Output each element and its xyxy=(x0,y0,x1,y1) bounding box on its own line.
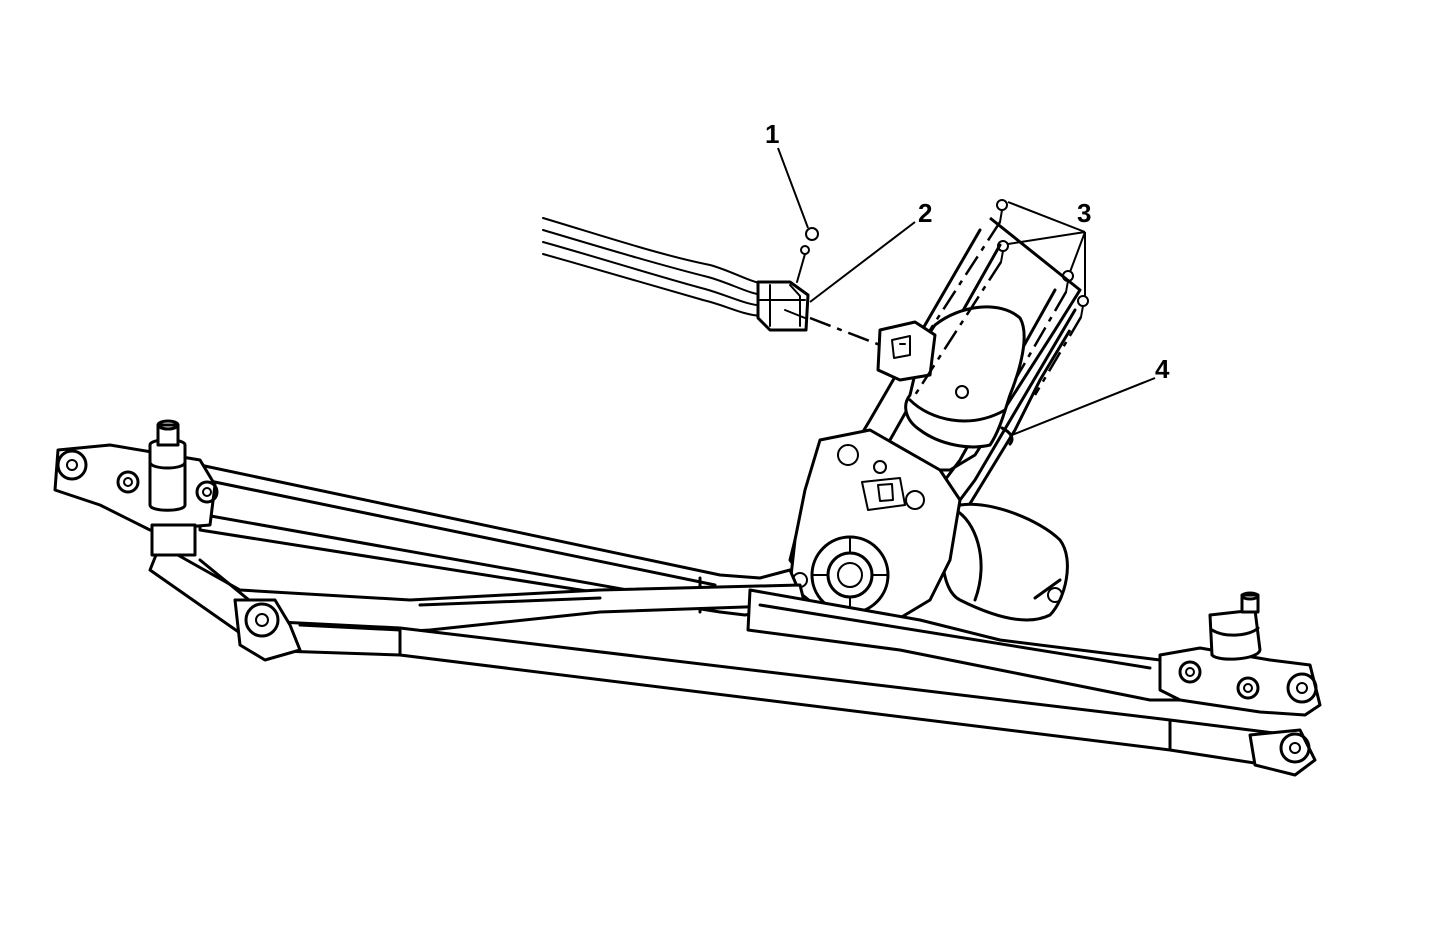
electrical-connector xyxy=(756,280,810,332)
leader-line-2 xyxy=(809,221,916,303)
callout-4: 4 xyxy=(1011,354,1170,436)
bolt xyxy=(1062,270,1074,293)
callout-label-1: 1 xyxy=(765,119,779,149)
bolt-alignment-lines xyxy=(913,221,1083,396)
wiper-motor xyxy=(941,502,1069,622)
callout-label-4: 4 xyxy=(1155,354,1170,384)
bolt xyxy=(1077,295,1089,318)
right-crank xyxy=(1248,728,1317,777)
connector-alignment-line xyxy=(809,316,881,347)
callout-1: 1 xyxy=(765,119,809,229)
leader-line-3c xyxy=(1069,231,1086,273)
motor-mount-bolts xyxy=(996,199,1089,318)
motor-connector-socket xyxy=(876,320,937,382)
callout-2: 2 xyxy=(809,198,932,303)
left-crank xyxy=(233,598,302,662)
leader-line-3b xyxy=(1007,231,1086,245)
right-pivot-assembly xyxy=(1158,591,1322,717)
bolt xyxy=(997,240,1009,263)
wire-harness xyxy=(542,217,771,317)
linkage-right-arm xyxy=(746,588,1182,702)
leader-line-3a xyxy=(1007,201,1086,233)
callout-label-2: 2 xyxy=(918,198,932,228)
leader-line-1 xyxy=(777,147,809,229)
bolt xyxy=(996,199,1008,223)
callout-label-3: 3 xyxy=(1077,198,1091,228)
callout-3: 3 xyxy=(1007,198,1091,296)
leader-line-4 xyxy=(1011,377,1156,436)
connector-retainer xyxy=(796,227,819,283)
left-pivot-assembly xyxy=(53,419,219,557)
